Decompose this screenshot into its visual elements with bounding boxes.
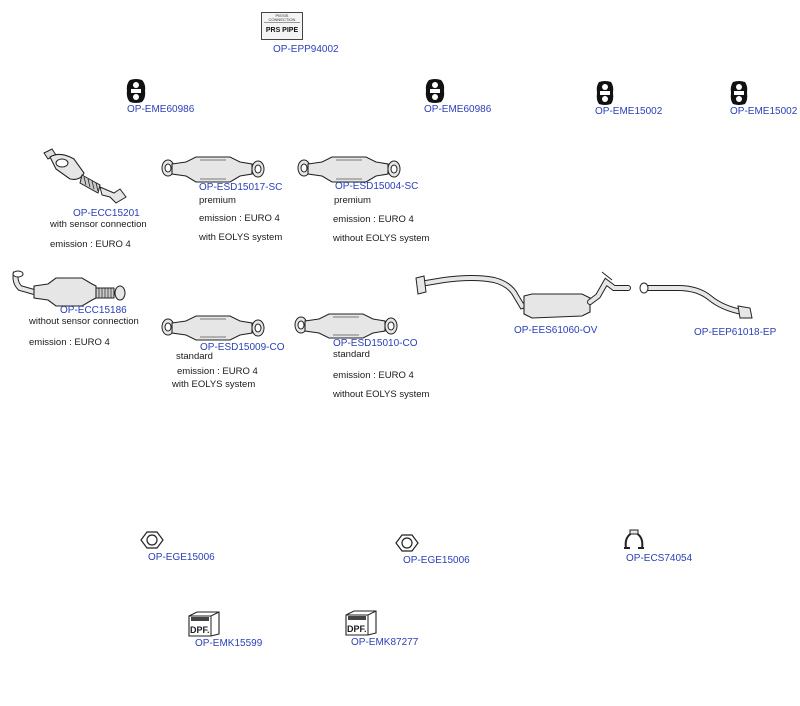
cat-note-esd15004-1: premium <box>334 195 371 206</box>
cat-note-esd15009-2: emission : EURO 4 <box>177 366 258 377</box>
prs-pipe-label-box: PIESIS CONNECTION PRS PIPE <box>261 12 303 40</box>
cat-note-esd15004-2: emission : EURO 4 <box>333 214 414 225</box>
dpf-kit-box-icon[interactable] <box>344 609 378 637</box>
catalytic-converter-icon[interactable] <box>293 311 399 341</box>
prs-pipe-label: PRS PIPE <box>265 27 299 34</box>
dpf-kit-label-2: DPF. <box>347 624 367 634</box>
dpf-kit-label-1: DPF. <box>190 625 210 635</box>
rubber-mount-icon[interactable] <box>424 78 446 104</box>
cat-note-esd15004-3: without EOLYS system <box>333 233 430 244</box>
catalytic-converter-icon[interactable] <box>160 313 266 343</box>
cat-note-ecc15186-1: without sensor connection <box>29 316 139 327</box>
mount-code-3[interactable]: OP-EME15002 <box>595 106 663 117</box>
catalytic-converter-icon[interactable] <box>40 145 130 207</box>
silencer-code[interactable]: OP-EES61060-OV <box>514 325 598 336</box>
centre-silencer-icon[interactable] <box>414 266 634 326</box>
cat-code-ecc15201[interactable]: OP-ECC15201 <box>73 208 140 219</box>
rubber-mount-icon[interactable] <box>729 80 749 106</box>
cat-code-ecc15186[interactable]: OP-ECC15186 <box>60 305 127 316</box>
mount-code-4[interactable]: OP-EME15002 <box>730 106 798 117</box>
cat-note-ecc15186-2: emission : EURO 4 <box>29 337 110 348</box>
gasket-code-2[interactable]: OP-EGE15006 <box>403 555 470 566</box>
cat-code-esd15009[interactable]: OP-ESD15009-CO <box>200 342 285 353</box>
cat-note-esd15017-3: with EOLYS system <box>199 232 283 243</box>
rubber-mount-icon[interactable] <box>125 78 147 104</box>
cat-note-ecc15201-2: emission : EURO 4 <box>50 239 131 250</box>
catalytic-converter-icon[interactable] <box>296 154 402 186</box>
cat-note-esd15010-3: without EOLYS system <box>333 389 430 400</box>
mount-code-2[interactable]: OP-EME60986 <box>424 104 492 115</box>
dpf-kit-box-icon[interactable] <box>187 610 221 638</box>
end-pipe-code[interactable]: OP-EEP61018-EP <box>694 327 777 338</box>
rubber-mount-icon[interactable] <box>595 80 615 106</box>
cat-code-esd15010[interactable]: OP-ESD15010-CO <box>333 338 418 349</box>
clamp-icon[interactable] <box>622 528 646 550</box>
dpf-kit-code-2[interactable]: OP-EMK87277 <box>351 637 419 648</box>
clamp-code[interactable]: OP-ECS74054 <box>626 553 693 564</box>
gasket-icon[interactable] <box>394 533 420 553</box>
cat-note-ecc15201-1: with sensor connection <box>50 219 147 230</box>
dpf-kit-code-1[interactable]: OP-EMK15599 <box>195 638 263 649</box>
cat-note-esd15010-2: emission : EURO 4 <box>333 370 414 381</box>
catalytic-converter-icon[interactable] <box>160 154 266 186</box>
gasket-code-1[interactable]: OP-EGE15006 <box>148 552 215 563</box>
cat-note-esd15009-3: with EOLYS system <box>172 379 256 390</box>
prs-pipe-code[interactable]: OP-EPP94002 <box>273 44 339 55</box>
cat-note-esd15017-1: premium <box>199 195 236 206</box>
cat-note-esd15010-1: standard <box>333 349 370 360</box>
prs-pipe-top-text: PIESIS CONNECTION <box>264 14 300 23</box>
catalytic-converter-icon[interactable] <box>10 268 128 308</box>
cat-code-esd15017[interactable]: OP-ESD15017-SC <box>199 182 283 193</box>
cat-note-esd15009-1: standard <box>176 351 213 362</box>
gasket-icon[interactable] <box>139 530 165 550</box>
end-pipe-icon[interactable] <box>638 278 756 322</box>
cat-code-esd15004[interactable]: OP-ESD15004-SC <box>335 181 419 192</box>
cat-note-esd15017-2: emission : EURO 4 <box>199 213 280 224</box>
mount-code-1[interactable]: OP-EME60986 <box>127 104 195 115</box>
